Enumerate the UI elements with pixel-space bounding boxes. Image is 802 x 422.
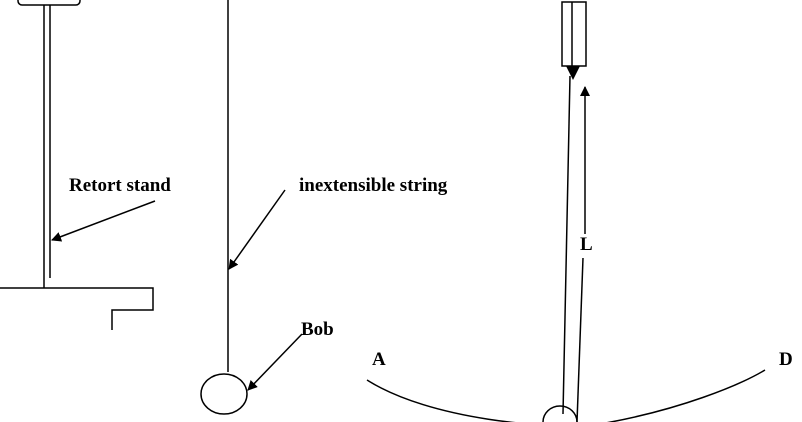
pendulum-bob	[200, 373, 248, 415]
length-label: L	[580, 234, 593, 255]
stand-clamp-top	[17, 0, 81, 6]
point-a-label: A	[372, 349, 386, 370]
pivot-arrowhead	[566, 66, 580, 80]
bob-arrow	[247, 333, 303, 391]
swing-arc	[366, 369, 766, 422]
bob-label: Bob	[301, 319, 334, 340]
retort-stand-arrow	[51, 200, 156, 242]
swing-rod-left	[562, 75, 571, 415]
pivot-clamp	[561, 1, 587, 67]
stand-base	[0, 287, 154, 330]
retort-stand	[0, 0, 154, 330]
swing-bob	[542, 405, 578, 422]
point-d-label: D	[779, 349, 793, 370]
string-arrow	[228, 189, 286, 270]
swing-pendulum	[542, 1, 587, 422]
string-label: inextensible string	[299, 175, 448, 196]
retort-stand-label: Retort stand	[69, 175, 171, 196]
swing-rod-right	[576, 257, 584, 422]
